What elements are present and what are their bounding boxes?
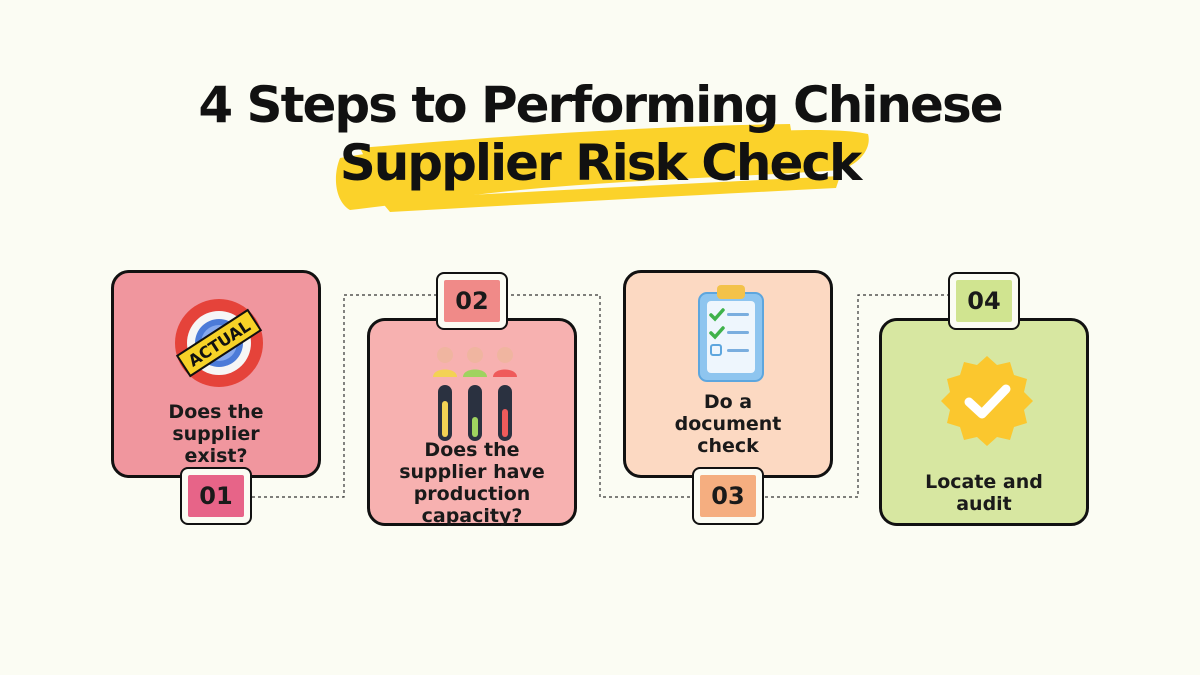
step-card-02: Does the supplier have production capaci… [367,318,577,527]
checklist-clipboard-icon [698,285,764,382]
highlight-brush-stroke [335,124,869,212]
connector-03-04 [759,294,949,498]
step-card-01: ACTUAL Does the supplier exist? [111,270,321,478]
step-badge-03: 03 [692,467,764,525]
step-badge-02: 02 [436,272,508,330]
step-03-label: Do a document check [674,391,782,457]
page-title-line-1: 4 Steps to Performing Chinese [198,76,1003,134]
step-04-label: Locate and audit [925,471,1043,515]
step-card-04: Locate and audit [879,318,1089,526]
page-title-line-2: Supplier Risk Check [339,134,863,192]
verified-badge-icon [941,356,1033,446]
step-badge-04: 04 [948,272,1020,330]
connector-01-02 [252,294,441,498]
step-card-03: Do a document check [623,270,833,478]
not-actual-stamp-icon: ACTUAL [175,299,263,387]
step-02-label: Does the supplier have production capaci… [399,439,545,527]
connector-02-03 [505,294,693,498]
title-block: 4 Steps to Performing Chinese Supplier R… [0,0,1200,240]
step-badge-01: 01 [180,467,252,525]
capacity-people-bars-icon [433,347,517,441]
step-01-label: Does the supplier exist? [168,401,264,467]
